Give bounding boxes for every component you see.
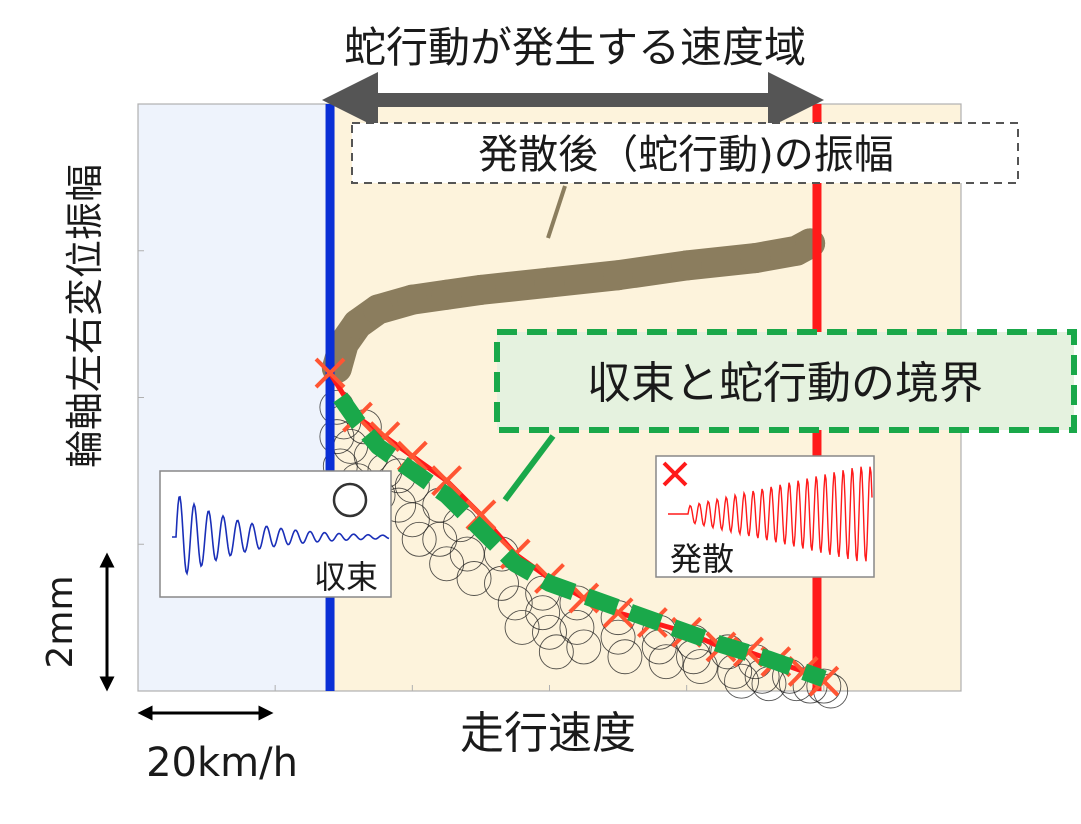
converge-marker: [319, 419, 355, 455]
converge-label: 収束: [314, 558, 378, 596]
diverge-marker-stroke: [787, 656, 819, 687]
x-scale-label: 20km/h: [146, 740, 298, 786]
converge-marker: [497, 585, 533, 621]
converge-marker: [559, 609, 595, 645]
diverge-label: 発散: [670, 540, 734, 578]
diverge-marker-stroke: [568, 582, 600, 614]
axis-ticks: [138, 250, 825, 691]
diverge-symbol-icon: [662, 461, 688, 487]
amplitude-leader: [546, 185, 567, 239]
converge-marker: [600, 619, 636, 655]
chart-title: 蛇行動が発生する速度域: [344, 23, 806, 72]
converge-waveform: [172, 495, 390, 576]
converge-marker: [538, 634, 574, 670]
diverge-marker-stroke: [431, 465, 463, 497]
converge-marker: [806, 668, 842, 704]
amplitude-point: [431, 279, 462, 310]
amplitude-label-box: [351, 122, 1019, 184]
converge-marker: [566, 629, 602, 665]
diverge-marker-stroke: [314, 357, 346, 389]
converge-marker: [724, 663, 759, 699]
converge-marker: [504, 609, 540, 645]
boundary-leader: [502, 434, 556, 502]
diverge-inset: 発散: [655, 455, 875, 578]
converge-marker: [422, 521, 458, 557]
diverge-marker-stroke: [808, 665, 840, 697]
amplitude-point: [363, 294, 394, 325]
boundary-label: 収束と蛇行動の境界: [587, 358, 983, 409]
region-convergence: [138, 104, 331, 691]
converge-marker: [401, 521, 437, 557]
y-axis-label: 輪軸左右変位振幅: [63, 164, 107, 468]
amplitude-point: [397, 284, 428, 315]
converge-marker: [648, 644, 684, 680]
converge-inset: 収束: [159, 470, 392, 598]
hunting-amplitude-curve: [321, 228, 826, 384]
converge-marker: [532, 614, 567, 650]
boundary-curve: [333, 392, 827, 687]
diverge-marker-stroke: [602, 597, 634, 629]
x-axis-label: 走行速度: [460, 708, 636, 759]
amplitude-point: [603, 260, 634, 291]
converge-marker: [429, 546, 465, 582]
converge-marker: [682, 649, 718, 684]
converge-symbol-icon: [332, 482, 368, 518]
amplitude-label: 発散後（蛇行動)の振幅: [478, 132, 894, 178]
amplitude-point: [671, 250, 702, 281]
diverge-marker-stroke: [732, 636, 764, 668]
converge-marker: [456, 561, 492, 596]
diverge-marker: [314, 357, 346, 389]
boundary-label-box: [494, 329, 1077, 433]
diverge-waveform: [668, 466, 873, 562]
converge-marker: [607, 639, 643, 675]
amplitude-point: [534, 267, 565, 298]
y-scale-label: 2mm: [40, 575, 81, 668]
diverge-marker: [431, 465, 463, 497]
amplitude-point: [740, 243, 771, 274]
amplitude-point: [465, 274, 496, 305]
converge-marker: [525, 595, 561, 631]
boundary-curve-line: [333, 392, 827, 687]
